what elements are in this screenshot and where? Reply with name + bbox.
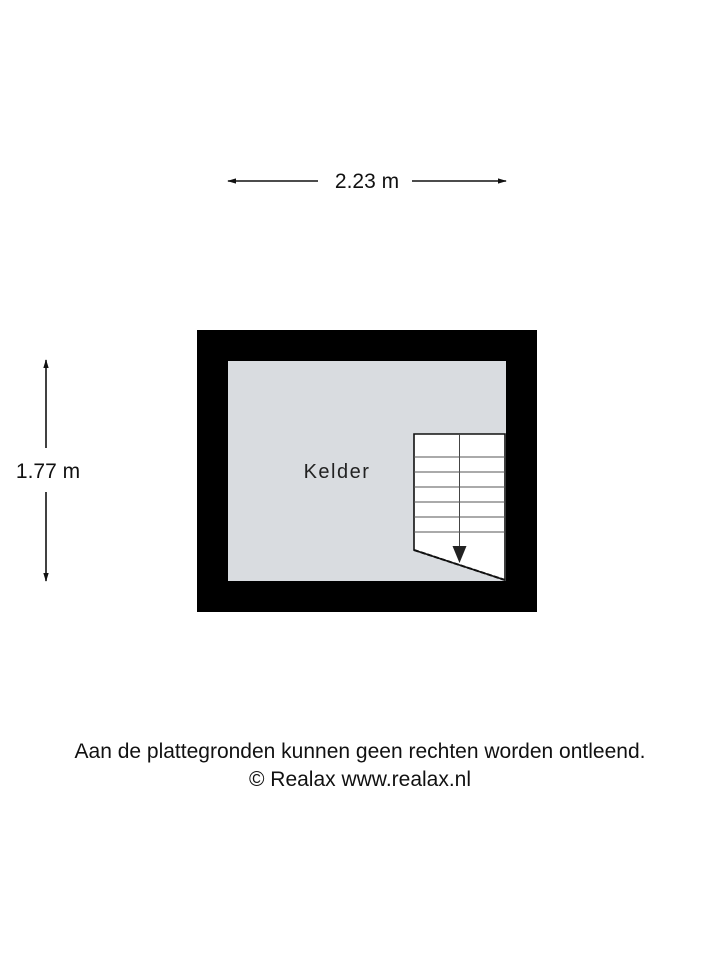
copyright-text: © Realax www.realax.nl [248, 768, 472, 791]
width-dimension: 2.23 m [227, 170, 507, 193]
height-dimension: 1.77 m [16, 359, 80, 582]
room-label: Kelder [304, 461, 371, 483]
width-dimension-label: 2.23 m [335, 170, 399, 193]
stair-landing-edge [413, 549, 506, 581]
height-dimension-label: 1.77 m [16, 460, 80, 483]
stair-direction-arrow-icon [452, 546, 467, 563]
staircase [413, 433, 506, 582]
disclaimer-text: Aan de plattegronden kunnen geen rechten… [74, 740, 646, 763]
